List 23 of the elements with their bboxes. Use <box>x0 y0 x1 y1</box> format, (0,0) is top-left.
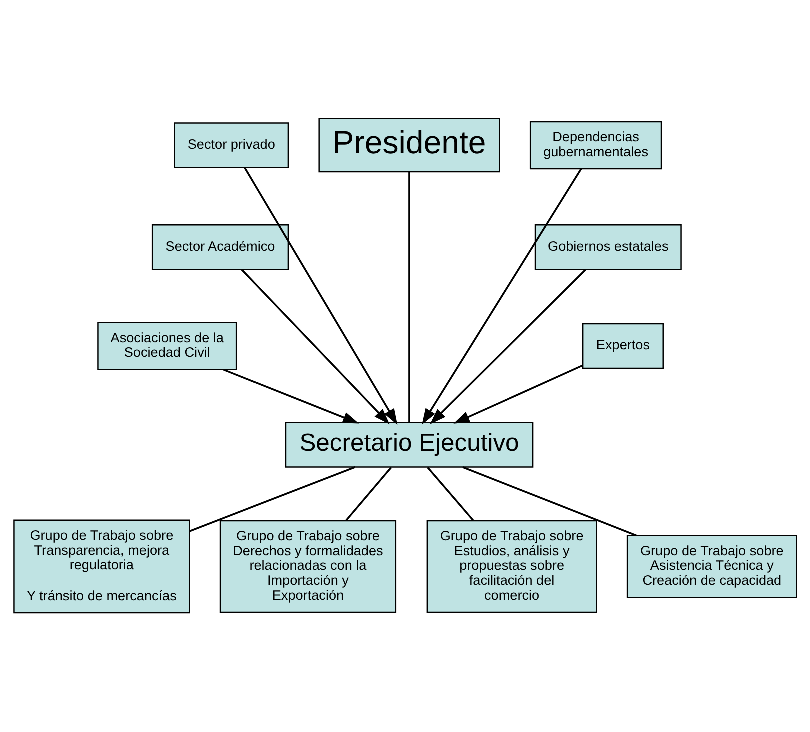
arrow <box>430 269 586 425</box>
connector <box>189 466 356 532</box>
arrow <box>422 168 582 425</box>
connector <box>408 172 410 423</box>
connector <box>345 467 392 522</box>
node-box: Sector Académico <box>151 224 289 270</box>
node-box: Grupo de Trabajo sobre Derechos y formalidades relacionadas con la Importación y Exportación <box>219 520 396 614</box>
connector <box>462 466 636 537</box>
node-box: Sector privado <box>174 122 289 168</box>
node-box: Grupo de Trabajo sobre Asistencia Técnica y Creación de capacidad <box>626 535 797 598</box>
node-box: Asociaciones de la Sociedad Civil <box>97 322 237 370</box>
arrow <box>222 368 359 424</box>
node-box: Grupo de Trabajo sobre Transparencia, mejora regulatoria Y tránsito de mercancías <box>13 520 190 614</box>
connector <box>426 467 474 522</box>
node-box: Presidente <box>318 118 500 173</box>
node-box: Secretario Ejecutivo <box>284 422 534 468</box>
node-box: Gobiernos estatales <box>534 224 682 270</box>
arrow <box>244 168 398 426</box>
arrow <box>453 364 583 424</box>
arrow <box>240 269 390 425</box>
node-box: Expertos <box>582 323 664 370</box>
node-box: Grupo de Trabajo sobre Estudios, análisis y propuestas sobre facilitación del comercio <box>426 520 597 614</box>
node-box: Dependencias gubernamentales <box>529 121 662 170</box>
